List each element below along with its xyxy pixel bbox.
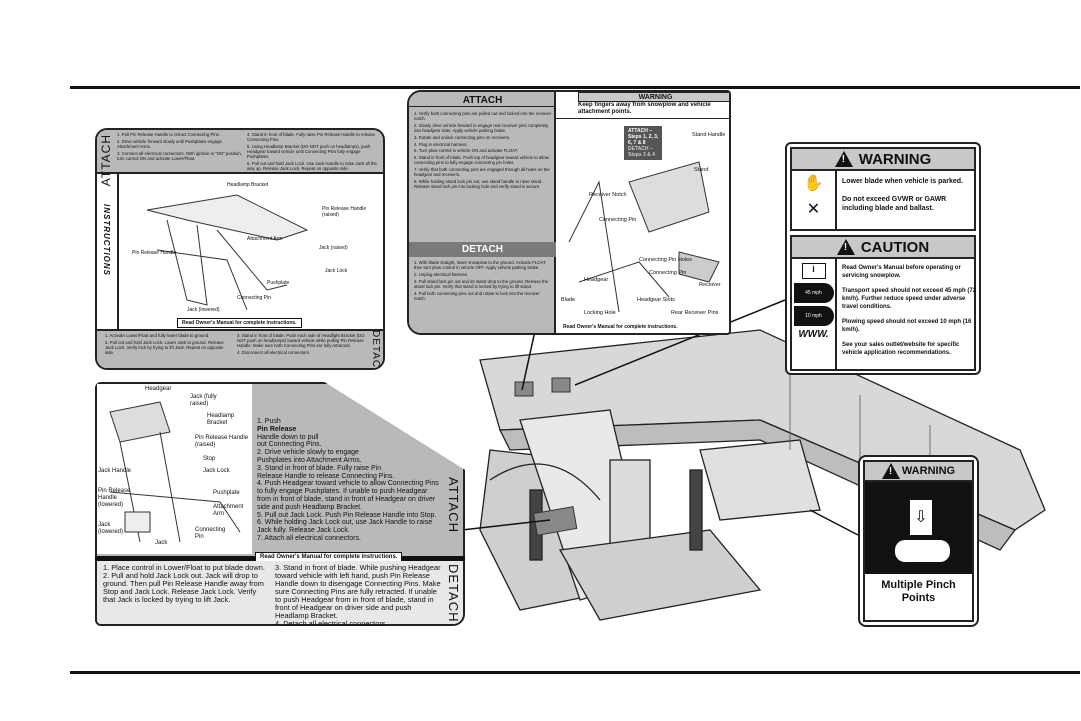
attach-steps-right: 4. Stand in front of blade. Fully raise … [247, 132, 377, 172]
hitch-drawing [568, 161, 720, 313]
website-icon: WWW. [798, 329, 829, 340]
decal-top-center: ATTACH 1. Verify both connecting pins ar… [407, 90, 731, 335]
detach-steps-right: 3. Stand in front of blade. While pushin… [275, 563, 441, 628]
decal-mid-left: ATTACH 1. Pull Pin Release Handle to ret… [95, 128, 385, 370]
jack-drawing [109, 401, 241, 542]
attach-steps: 1. Verify both connecting pins are pulle… [414, 111, 552, 189]
speed-45-icon: 45 mph [793, 283, 834, 303]
decal-bottom-left: Headgear Jack (fully raised) Headlamp Br… [95, 382, 465, 628]
detach-label: DETACH [370, 330, 381, 370]
pinch-hand-icon: ⇩ [865, 482, 972, 574]
read-manual-note: Read Owner's Manual for complete instruc… [177, 318, 302, 328]
warning-text: Keep fingers away from snowplow and vehi… [578, 102, 711, 115]
detach-label: DETACH [446, 564, 461, 623]
detach-steps-left: 1. Place control in Lower/Float to put b… [103, 563, 265, 604]
manual-book-icon: i [801, 263, 826, 279]
top-rule [70, 86, 1080, 89]
detach-steps: 1. With blade straight, lower snowplow t… [414, 260, 549, 301]
brand-side-panel: INSTRUCTIONS [97, 174, 119, 329]
attach-label: ATTACH [446, 477, 461, 534]
speed-10-icon: 10 mph [793, 306, 834, 326]
bottom-rule [70, 671, 1080, 674]
detach-steps-right: 3. Stand in front of blade. Push each si… [237, 333, 365, 356]
warning-caution-decal: WARNING ✋✕ Lower blade when vehicle is p… [785, 142, 981, 375]
attach-steps-left: 1. Pull Pin Release Handle to retract Co… [117, 132, 242, 161]
pinch-and-weight-icons: ✋✕ [792, 171, 837, 229]
warning-bar: WARNING [578, 92, 729, 102]
warning-header: WARNING Keep fingers away from snowplow … [556, 92, 729, 119]
detach-steps-left: 1. Activate Lower/Float and fully lower … [105, 333, 224, 356]
warning-triangle-icon [881, 463, 900, 479]
headgear-drawing [146, 194, 309, 311]
pinch-points-decal: WARNING ⇩ Multiple Pinch Points [858, 455, 979, 627]
warning-triangle-icon [834, 151, 853, 167]
caution-triangle-icon [836, 239, 855, 255]
